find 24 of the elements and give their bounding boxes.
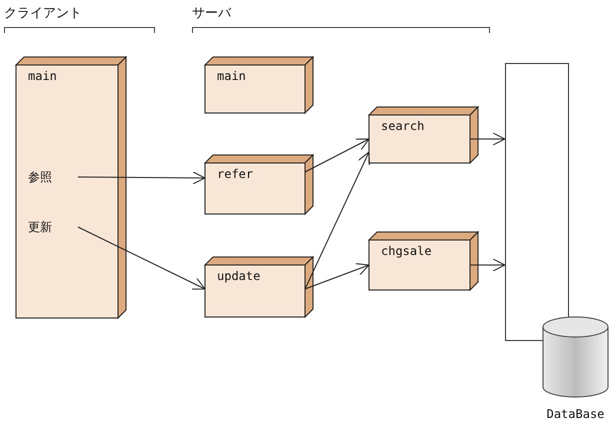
arrow (304, 263, 370, 290)
node-label: chgsale (381, 244, 432, 258)
message-label: 更新 (28, 218, 78, 236)
node-label: main (217, 69, 246, 83)
arrow (304, 138, 370, 172)
component-node-box (205, 155, 313, 214)
group-heading: サーバ (192, 5, 231, 22)
arrow (78, 226, 206, 290)
arrow (304, 152, 370, 290)
node-label: main (28, 69, 57, 83)
node-label: search (381, 119, 424, 133)
node-label: update (217, 269, 260, 283)
arrow (78, 171, 206, 184)
arrow (470, 132, 506, 146)
component-node-box (369, 232, 478, 290)
message-label: 参照 (28, 168, 78, 186)
component-node-box (205, 257, 313, 317)
component-node-box (369, 107, 478, 163)
database-label: DataBase (546, 407, 606, 421)
component-node-box (205, 57, 313, 113)
group-heading: クライアント (4, 5, 82, 22)
arrow (470, 258, 506, 272)
node-label: refer (217, 167, 254, 181)
storage-box (505, 63, 569, 341)
